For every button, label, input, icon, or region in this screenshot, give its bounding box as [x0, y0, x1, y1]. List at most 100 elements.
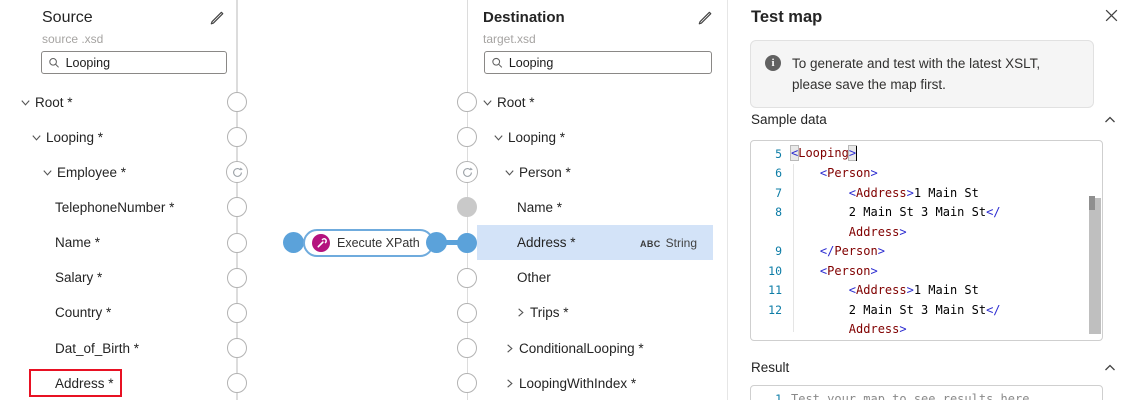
source-tree-item-employee[interactable]: Employee *	[0, 155, 227, 190]
test-panel-title: Test map	[751, 8, 823, 26]
destination-tree-item-trips[interactable]: Trips *	[477, 295, 713, 330]
tree-item-label: Name *	[55, 235, 101, 251]
destination-connection-point[interactable]	[457, 373, 477, 394]
line-number: 11	[768, 283, 782, 298]
sample-data-section-label: Sample data	[751, 112, 827, 127]
code-line-13[interactable]: 13	[751, 339, 1102, 340]
editor-overview-mark	[1089, 196, 1095, 210]
source-connection-point[interactable]	[227, 302, 247, 323]
connection-edge[interactable]	[436, 240, 468, 245]
destination-connection-point[interactable]	[457, 92, 477, 112]
source-tree-item-address[interactable]: Address *	[0, 366, 227, 400]
chevron-down-icon[interactable]	[491, 130, 505, 144]
chevron-right-icon[interactable]	[502, 376, 516, 390]
source-search[interactable]	[41, 51, 227, 74]
source-tree-item-name[interactable]: Name *	[0, 225, 227, 260]
close-icon[interactable]	[1104, 8, 1119, 23]
loop-connection-icon[interactable]	[226, 161, 248, 184]
destination-tree-item-root[interactable]: Root *	[477, 85, 713, 120]
code-line-6[interactable]: 6 <Person>	[751, 164, 1102, 184]
indent-guide	[793, 164, 794, 332]
source-connection-point[interactable]	[227, 373, 247, 394]
chevron-down-icon[interactable]	[480, 95, 494, 109]
code-line-11[interactable]: 11 <Address>1 Main St	[751, 281, 1102, 301]
tree-item-label: ConditionalLooping *	[519, 340, 644, 356]
execute-xpath-function-node[interactable]: Execute XPath	[303, 229, 434, 257]
destination-search-input[interactable]	[508, 55, 705, 70]
destination-connection-point[interactable]	[457, 267, 477, 288]
search-icon	[49, 57, 59, 68]
source-tree-item-root[interactable]: Root *	[0, 85, 227, 120]
source-tree-item-country[interactable]: Country *	[0, 295, 227, 330]
tree-item-label: Person *	[519, 164, 571, 180]
line-number: 12	[768, 302, 782, 317]
source-tree-item-looping[interactable]: Looping *	[0, 120, 227, 155]
source-connection-point[interactable]	[227, 127, 247, 148]
source-search-input[interactable]	[65, 55, 220, 70]
destination-tree-item-name[interactable]: Name *	[477, 190, 713, 225]
destination-panel-subtitle: target.xsd	[483, 32, 536, 46]
code-text: 2 Main St 3 Main St</	[848, 205, 1001, 220]
tree-item-label: Country *	[55, 305, 112, 321]
source-connection-point[interactable]	[227, 267, 247, 288]
code-line-wrap[interactable]: Address>	[751, 320, 1102, 340]
code-text: </Person>	[819, 244, 885, 259]
line-number: 6	[775, 166, 782, 181]
line-number: 7	[775, 185, 782, 200]
loop-connection-icon[interactable]	[456, 161, 478, 184]
tree-item-label: LoopingWithIndex *	[519, 375, 637, 391]
destination-connection-point[interactable]	[457, 197, 477, 218]
code-line-5[interactable]: 5<Looping>	[751, 144, 1102, 164]
destination-connection-point[interactable]	[457, 127, 477, 148]
destination-tree-item-looping[interactable]: Looping *	[477, 120, 713, 155]
result-section-label: Result	[751, 360, 790, 375]
editor-scrollbar-thumb[interactable]	[1089, 198, 1101, 334]
destination-tree-item-conditionallooping[interactable]: ConditionalLooping *	[477, 331, 713, 366]
source-connection-point[interactable]	[227, 232, 247, 253]
destination-connection-point[interactable]	[457, 302, 477, 323]
destination-connection-point[interactable]	[457, 338, 477, 359]
sample-data-code-editor[interactable]: 5<Looping>6 <Person>7 <Address>1 Main St…	[750, 140, 1103, 341]
sample-data-collapse-chevron-icon[interactable]	[1103, 113, 1117, 127]
tree-item-label: Dat_of_Birth *	[55, 340, 140, 356]
chevron-right-icon[interactable]	[513, 306, 527, 320]
line-number: 10	[768, 263, 782, 278]
function-output-handle[interactable]	[426, 232, 447, 253]
result-line-number: 1	[775, 391, 782, 400]
source-edit-pencil-icon[interactable]	[208, 10, 225, 27]
chevron-down-icon[interactable]	[40, 165, 54, 179]
chevron-down-icon[interactable]	[18, 95, 32, 109]
destination-tree-item-other[interactable]: Other	[477, 260, 713, 295]
source-connection-point[interactable]	[227, 197, 247, 218]
code-text: 2 Main St 3 Main St</	[848, 302, 1001, 317]
tree-item-label: Name *	[517, 199, 563, 215]
code-line-12[interactable]: 12 2 Main St 3 Main St</	[751, 300, 1102, 320]
destination-search[interactable]	[484, 51, 712, 74]
source-tree-item-telephonenumber[interactable]: TelephoneNumber *	[0, 190, 227, 225]
code-line-7[interactable]: 7 <Address>1 Main St	[751, 183, 1102, 203]
chevron-down-icon[interactable]	[29, 130, 43, 144]
code-line-wrap[interactable]: Address>	[751, 222, 1102, 242]
source-tree-item-salary[interactable]: Salary *	[0, 260, 227, 295]
function-node-label: Execute XPath	[337, 236, 420, 250]
destination-tree-item-loopingwithindex[interactable]: LoopingWithIndex *	[477, 366, 713, 400]
source-connection-point[interactable]	[227, 92, 247, 112]
address-highlight-annotation	[29, 369, 122, 397]
destination-edit-pencil-icon[interactable]	[696, 10, 713, 27]
tree-item-label: Address *	[517, 235, 576, 251]
source-connection-point[interactable]	[227, 338, 247, 359]
result-code-editor[interactable]: 1 Test your map to see results here	[750, 385, 1103, 400]
code-line-10[interactable]: 10 <Person>	[751, 261, 1102, 281]
code-line-8[interactable]: 8 2 Main St 3 Main St</	[751, 203, 1102, 223]
result-collapse-chevron-icon[interactable]	[1103, 361, 1117, 375]
chevron-right-icon[interactable]	[502, 341, 516, 355]
destination-tree-item-person[interactable]: Person *	[477, 155, 713, 190]
tree-item-label: Root *	[35, 94, 73, 110]
function-input-handle[interactable]	[283, 232, 304, 253]
chevron-down-icon[interactable]	[502, 165, 516, 179]
source-tree-item-dat-of-birth[interactable]: Dat_of_Birth *	[0, 331, 227, 366]
code-line-9[interactable]: 9 </Person>	[751, 242, 1102, 262]
